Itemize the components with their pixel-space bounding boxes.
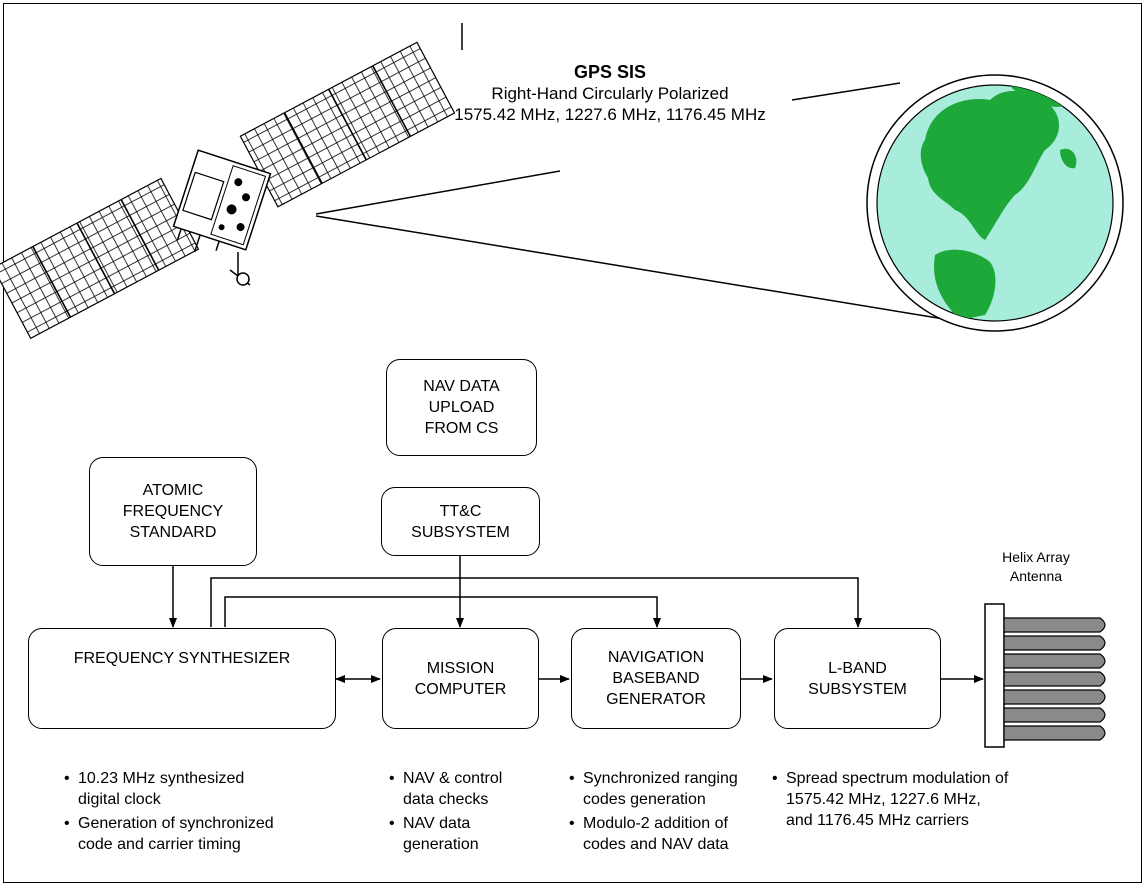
atomic-frequency-standard-label: ATOMIC FREQUENCY STANDARD [122, 482, 224, 541]
signal-beam-line [315, 170, 561, 215]
mission-computer-label: MISSION COMPUTER [414, 659, 507, 698]
note-item: NAV & control data checks [387, 768, 537, 810]
gps-satellite-icon [0, 41, 456, 340]
note-item: Modulo-2 addition of codes and NAV data [567, 813, 762, 855]
l-band-subsystem-label: L-BAND SUBSYSTEM [808, 659, 907, 698]
signal-beam-line [791, 82, 901, 101]
signal-beam-line [315, 215, 951, 321]
earth-globe-icon [866, 74, 1124, 332]
mission-computer-box: MISSION COMPUTER [382, 628, 539, 729]
frequency-synthesizer-box: FREQUENCY SYNTHESIZER [28, 628, 336, 729]
timing-bus-to-baseband [224, 596, 661, 628]
helix-array-antenna-icon [984, 603, 1106, 748]
antenna-label-line2: Antenna [1009, 568, 1063, 584]
ttc-subsystem-box: TT&C SUBSYSTEM [381, 487, 540, 556]
nav-data-upload-box: NAV DATA UPLOAD FROM CS [386, 359, 537, 456]
note-item: Synchronized ranging codes generation [567, 768, 762, 810]
note-item: NAV data generation [387, 813, 537, 855]
navigation-baseband-generator-label: NAVIGATION BASEBAND GENERATOR [606, 649, 706, 708]
diagram-frame [3, 3, 1142, 883]
signal-description: GPS SIS Right-Hand Circularly Polarized … [390, 61, 830, 125]
nav-data-upload-label: NAV DATA UPLOAD FROM CS [423, 378, 500, 437]
signal-title: GPS SIS [573, 62, 647, 82]
ttc-subsystem-label: TT&C SUBSYSTEM [411, 502, 510, 541]
atomic-frequency-standard-box: ATOMIC FREQUENCY STANDARD [89, 457, 257, 566]
frequency-synthesizer-label: FREQUENCY SYNTHESIZER [73, 650, 291, 667]
antenna-label-line1: Helix Array [1002, 549, 1070, 565]
note-item: Spread spectrum modulation of 1575.42 MH… [770, 768, 1010, 831]
note-item: 10.23 MHz synthesized digital clock [62, 768, 282, 810]
antenna-label: Helix Array Antenna [981, 548, 1091, 586]
note-item: Generation of synchronized code and carr… [62, 813, 282, 855]
notes-navigation-baseband-generator: Synchronized ranging codes generation Mo… [567, 768, 762, 858]
notes-frequency-synthesizer: 10.23 MHz synthesized digital clock Gene… [62, 768, 282, 858]
navigation-baseband-generator-box: NAVIGATION BASEBAND GENERATOR [571, 628, 741, 729]
l-band-subsystem-box: L-BAND SUBSYSTEM [774, 628, 941, 729]
signal-polarization: Right-Hand Circularly Polarized [491, 84, 729, 103]
notes-l-band-subsystem: Spread spectrum modulation of 1575.42 MH… [770, 768, 1010, 834]
notes-mission-computer: NAV & control data checks NAV data gener… [387, 768, 537, 858]
signal-frequencies: 1575.42 MHz, 1227.6 MHz, 1176.45 MHz [454, 105, 766, 124]
timing-bus-to-lband [210, 577, 862, 628]
